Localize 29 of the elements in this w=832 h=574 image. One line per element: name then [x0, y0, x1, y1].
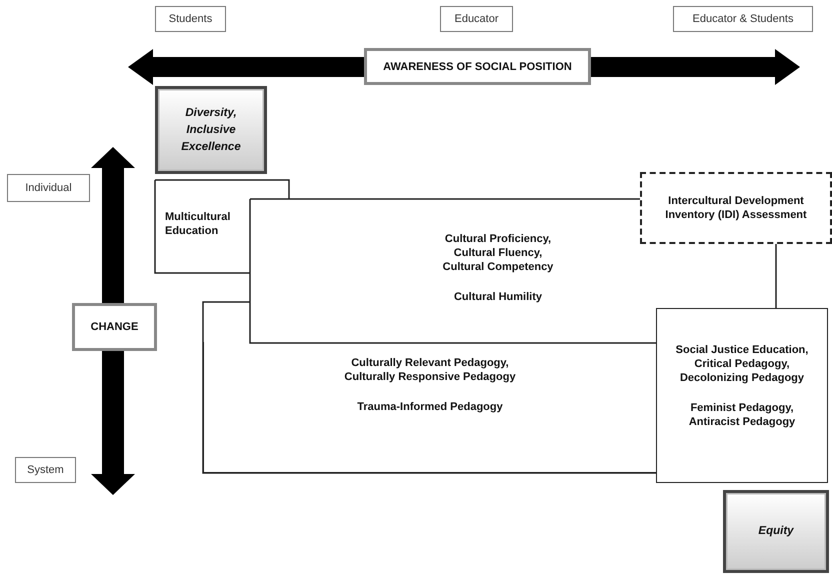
node-text: Students [168, 12, 212, 26]
axis-label [15, 457, 76, 483]
axis-label [440, 6, 513, 32]
axis-label [673, 6, 813, 32]
node-text: Diversity, Inclusive Excellence [180, 106, 242, 154]
approach-box [656, 308, 828, 483]
axis-label [155, 6, 226, 32]
axis-label [7, 174, 90, 202]
node-text: CHANGE [90, 320, 138, 334]
node-text: Educator [454, 12, 499, 26]
node-text: AWARENESS OF SOCIAL POSITION [383, 60, 572, 74]
node-text: System [27, 463, 64, 477]
outcome-box [723, 490, 829, 573]
node-text: Multicultural Education [165, 210, 232, 238]
assessment-box [640, 172, 832, 244]
connector-line [775, 244, 777, 308]
outcome-box [155, 86, 267, 174]
node-text: Cultural Humility [454, 290, 542, 304]
node-text: Individual [25, 181, 72, 195]
node-text: Equity [758, 524, 794, 539]
node-text: Feminist Pedagogy, Antiracist Pedagogy [688, 401, 796, 429]
axis-title-box [72, 303, 157, 351]
axis-title-box [364, 48, 591, 85]
node-text: Culturally Relevant Pedagogy, Culturally Responsive Pedagogy [343, 356, 517, 384]
node-text: Cultural Proficiency, Cultural Fluency, Cultural Competency [442, 232, 554, 274]
node-text: Social Justice Education, Critical Pedagogy, Decolonizing Pedagogy [674, 343, 810, 385]
node-text: Educator & Students [692, 12, 794, 26]
node-text: Trauma-Informed Pedagogy [357, 400, 503, 414]
node-text: Intercultural Development Inventory (IDI) Assessment [664, 194, 808, 222]
